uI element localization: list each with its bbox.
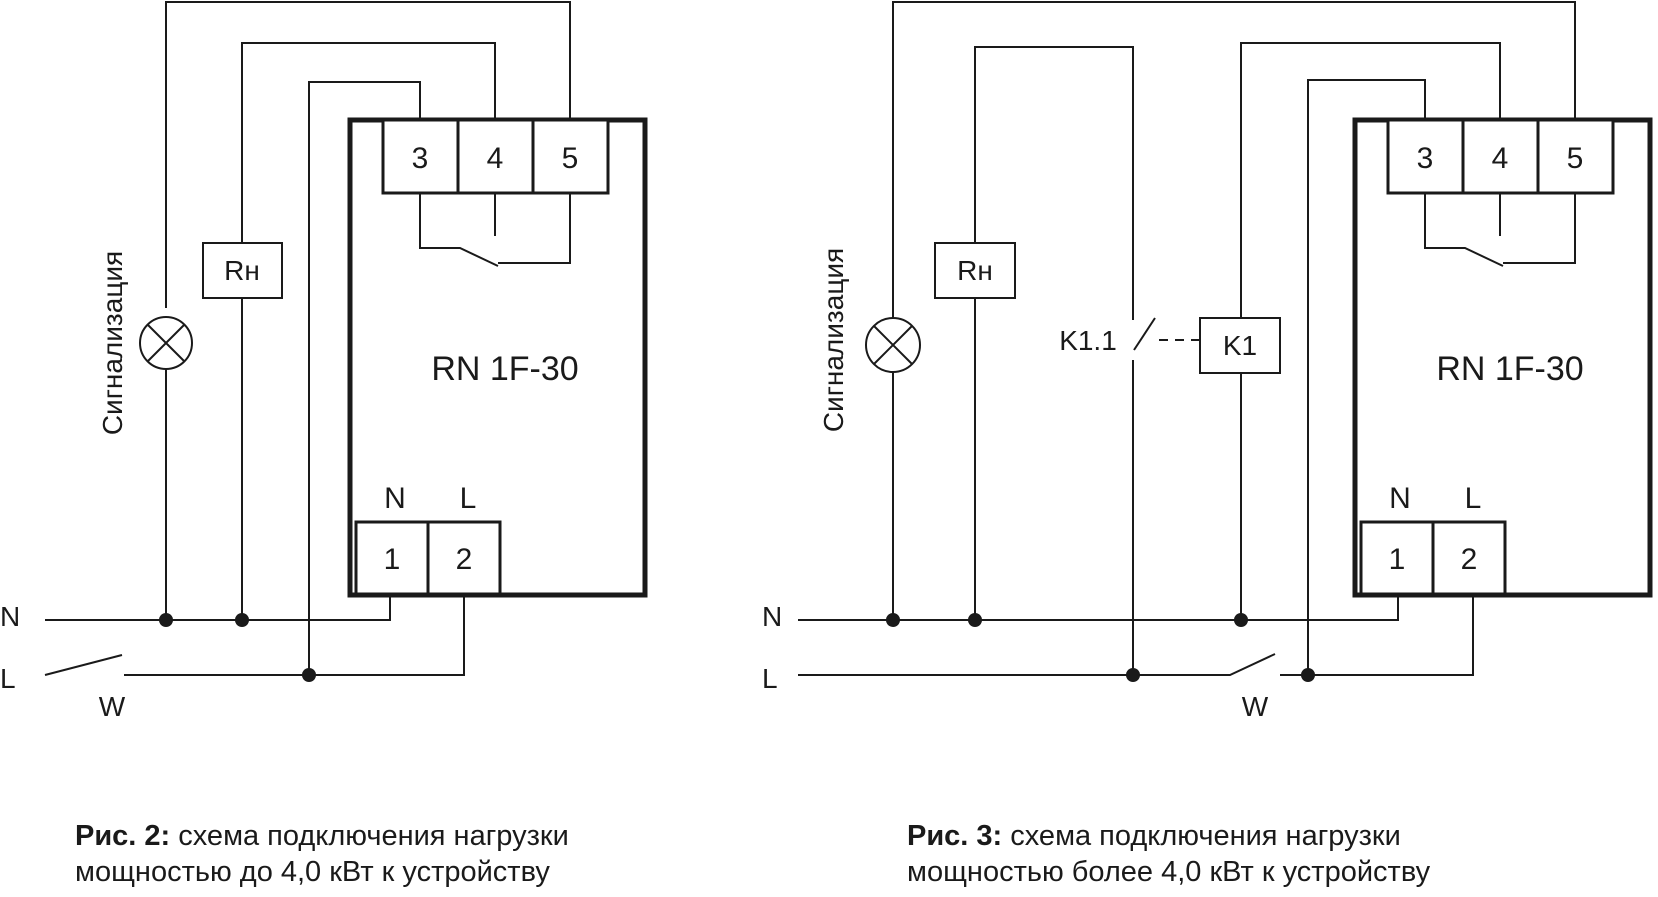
fig3-label-l: L	[1465, 482, 1482, 515]
fig3-device-model: RN 1F-30	[1436, 350, 1583, 388]
fig3-caption-line1: схема подключения нагрузки	[1002, 820, 1401, 852]
fig2-load-label: Rн	[224, 255, 260, 286]
fig3-caption-line2: мощностью более 4,0 кВт к устройству	[907, 856, 1431, 888]
fig2-junction-dot	[159, 613, 173, 627]
figure-2: 3 4 5 RN 1F-30 N L 1 2 Сигнализация Rн	[0, 1, 648, 722]
fig3-terminal-5-label: 5	[1567, 142, 1584, 175]
fig3-signal-lamp-icon	[865, 317, 921, 373]
fig3-wire-phase-out	[1307, 79, 1426, 675]
fig3-terminal-1-label: 1	[1389, 543, 1406, 576]
fig2-wire-signal	[165, 1, 571, 620]
fig3-relay-contact	[1424, 193, 1576, 267]
fig2-device-model: RN 1F-30	[431, 350, 578, 388]
fig2-line-n	[45, 594, 391, 621]
fig2-terminal-2-label: 2	[456, 543, 473, 576]
fig3-junction-dot	[968, 613, 982, 627]
fig3-supply-terminal-block: N L 1 2	[1359, 482, 1507, 596]
fig3-line-l	[798, 594, 1474, 676]
fig3-junction-dot	[1301, 668, 1315, 682]
fig3-signal-label: Сигнализация	[818, 248, 849, 432]
fig2-label-n: N	[384, 482, 406, 515]
fig3-switch-label: W	[1242, 691, 1269, 722]
fig2-terminal-2	[426, 520, 502, 596]
fig3-terminal-3-label: 3	[1417, 142, 1434, 175]
fig3-line-n-label: N	[762, 601, 782, 632]
fig2-caption-line1: схема подключения нагрузки	[170, 820, 569, 852]
fig3-terminal-1	[1359, 520, 1435, 596]
fig3-terminal-4-label: 4	[1492, 142, 1509, 175]
fig3-line-l-label: L	[762, 663, 778, 694]
fig2-load-resistor	[202, 242, 283, 299]
fig2-wire-phase-out	[308, 81, 421, 675]
fig3-contact-label: K1.1	[1059, 325, 1117, 356]
fig2-supply-terminal-block: N L 1 2	[354, 482, 502, 596]
fig2-wire-load	[241, 42, 496, 620]
fig2-junction-dot	[235, 613, 249, 627]
fig2-signal-lamp-icon	[139, 316, 193, 370]
fig3-relay-terminal-block: 3 4 5	[1386, 118, 1615, 195]
fig2-device-body	[347, 117, 648, 598]
fig2-switch-label: W	[99, 691, 126, 722]
fig3-line-n	[798, 594, 1399, 621]
fig3-caption: Рис. 3: схема подключения нагрузки мощно…	[907, 818, 1430, 890]
fig2-terminal-5	[531, 118, 610, 195]
fig2-signal-label: Сигнализация	[97, 251, 128, 435]
fig2-caption-line2: мощностью до 4,0 кВт к устройству	[75, 856, 550, 888]
fig2-label-l: L	[460, 482, 477, 515]
fig3-device-body	[1352, 117, 1653, 598]
fig2-line-l-label: L	[0, 663, 16, 694]
fig3-load-resistor	[934, 242, 1016, 299]
fig3-caption-bold: Рис. 3:	[907, 820, 1003, 852]
fig3-wire-load-contact	[974, 46, 1156, 675]
fig3-terminal-2	[1431, 520, 1507, 596]
fig2-terminal-5-label: 5	[562, 142, 579, 175]
fig3-wire-contactor-coil	[1240, 42, 1501, 620]
fig3-wire-signal	[892, 1, 1576, 620]
fig3-terminal-2-label: 2	[1461, 543, 1478, 576]
fig3-junction-dot	[886, 613, 900, 627]
fig2-terminal-1	[354, 520, 430, 596]
fig2-junction-dot	[302, 668, 316, 682]
fig2-caption: Рис. 2: схема подключения нагрузки мощно…	[75, 818, 569, 890]
fig2-terminal-1-label: 1	[384, 543, 401, 576]
fig2-relay-terminal-block: 3 4 5	[381, 118, 610, 195]
fig3-label-n: N	[1389, 482, 1411, 515]
fig2-terminal-3-label: 3	[412, 142, 429, 175]
fig3-contactor-label: K1	[1223, 330, 1257, 361]
figure-3: 3 4 5 RN 1F-30 N L 1 2 Сигнализация	[762, 1, 1653, 722]
fig2-caption-bold: Рис. 2:	[75, 820, 171, 852]
fig3-junction-dot	[1126, 668, 1140, 682]
fig2-relay-contact	[419, 193, 571, 267]
fig2-line-l	[44, 594, 465, 676]
fig3-load-label: Rн	[957, 255, 993, 286]
fig3-contactor-coil	[1199, 317, 1281, 374]
fig3-junction-dot	[1234, 613, 1248, 627]
fig2-terminal-4-label: 4	[487, 142, 504, 175]
fig2-line-n-label: N	[0, 601, 20, 632]
